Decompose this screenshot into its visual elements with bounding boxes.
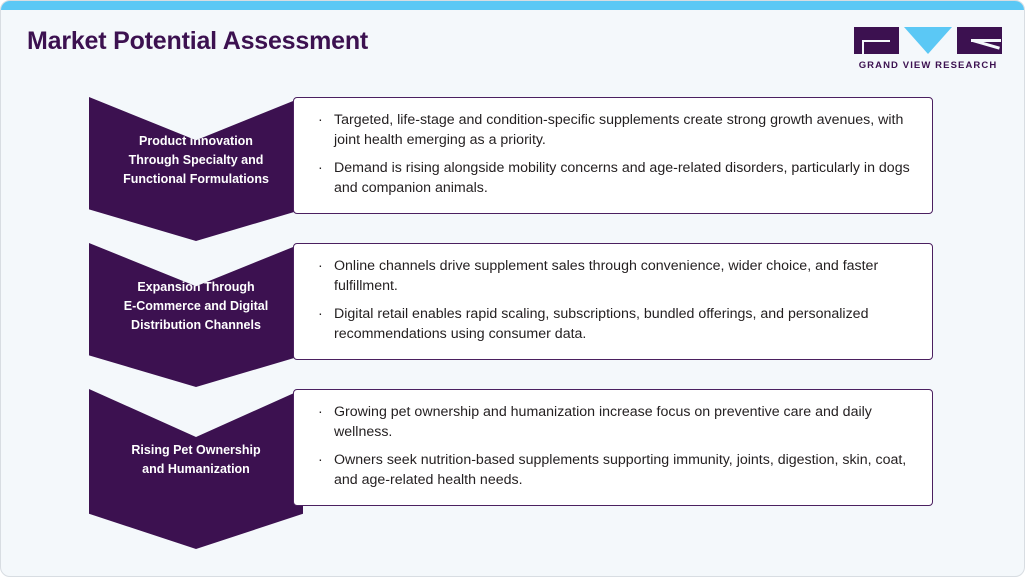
top-accent-bar bbox=[1, 1, 1024, 10]
chevron-label-1-text: Product Innovation Through Specialty and… bbox=[123, 133, 269, 186]
logo-g-bar-vertical bbox=[862, 40, 864, 54]
bullet-dot-icon: · bbox=[318, 306, 323, 322]
bullet-text: Growing pet ownership and humanization i… bbox=[334, 404, 872, 440]
bullet-dot-icon: · bbox=[318, 452, 323, 468]
bullet-dot-icon: · bbox=[318, 258, 323, 274]
chevron-label-3[interactable]: Rising Pet Ownership and Humanization bbox=[89, 389, 303, 549]
list-item: · Growing pet ownership and humanization … bbox=[316, 403, 912, 442]
logo-wordmark: GRAND VIEW RESEARCH bbox=[858, 60, 998, 71]
bullet-dot-icon: · bbox=[318, 160, 323, 176]
bullet-text: Demand is rising alongside mobility conc… bbox=[334, 160, 910, 196]
bullet-text: Digital retail enables rapid scaling, su… bbox=[334, 306, 869, 342]
chevron-label-2[interactable]: Expansion Through E-Commerce and Digital… bbox=[89, 243, 303, 387]
list-item: · Demand is rising alongside mobility con… bbox=[316, 159, 912, 198]
bullet-list-3: · Growing pet ownership and humanization … bbox=[316, 403, 912, 490]
grand-view-research-logo: GRAND VIEW RESEARCH bbox=[854, 27, 1002, 71]
bullet-dot-icon: · bbox=[318, 112, 323, 128]
bullet-dot-icon: · bbox=[318, 404, 323, 420]
bullet-text: Online channels drive supplement sales t… bbox=[334, 258, 879, 294]
bullet-list-1: · Targeted, life-stage and condition-spec… bbox=[316, 111, 912, 198]
page-title: Market Potential Assessment bbox=[27, 27, 369, 55]
logo-g-bar-horizontal bbox=[862, 40, 890, 42]
logo-marks bbox=[854, 27, 1002, 55]
detail-card-3: · Growing pet ownership and humanization … bbox=[293, 389, 933, 506]
list-item: · Digital retail enables rapid scaling, s… bbox=[316, 305, 912, 344]
logo-letter-g-icon bbox=[854, 27, 899, 54]
detail-card-1: · Targeted, life-stage and condition-spec… bbox=[293, 97, 933, 214]
list-item: · Targeted, life-stage and condition-spec… bbox=[316, 111, 912, 150]
logo-letter-v-icon bbox=[904, 27, 952, 54]
bullet-list-2: · Online channels drive supplement sales … bbox=[316, 257, 912, 344]
chevron-label-2-text: Expansion Through E-Commerce and Digital… bbox=[123, 279, 269, 332]
list-item: · Owners seek nutrition-based supplements… bbox=[316, 451, 912, 490]
detail-card-2: · Online channels drive supplement sales … bbox=[293, 243, 933, 360]
chevron-label-3-text: Rising Pet Ownership and Humanization bbox=[131, 443, 261, 476]
bullet-text: Targeted, life-stage and condition-speci… bbox=[334, 112, 904, 148]
list-item: · Online channels drive supplement sales … bbox=[316, 257, 912, 296]
bullet-text: Owners seek nutrition-based supplements … bbox=[334, 452, 907, 488]
chevron-label-1[interactable]: Product Innovation Through Specialty and… bbox=[89, 97, 303, 241]
logo-letter-r-icon bbox=[957, 27, 1002, 54]
logo-r-bar-horizontal bbox=[971, 39, 1001, 42]
